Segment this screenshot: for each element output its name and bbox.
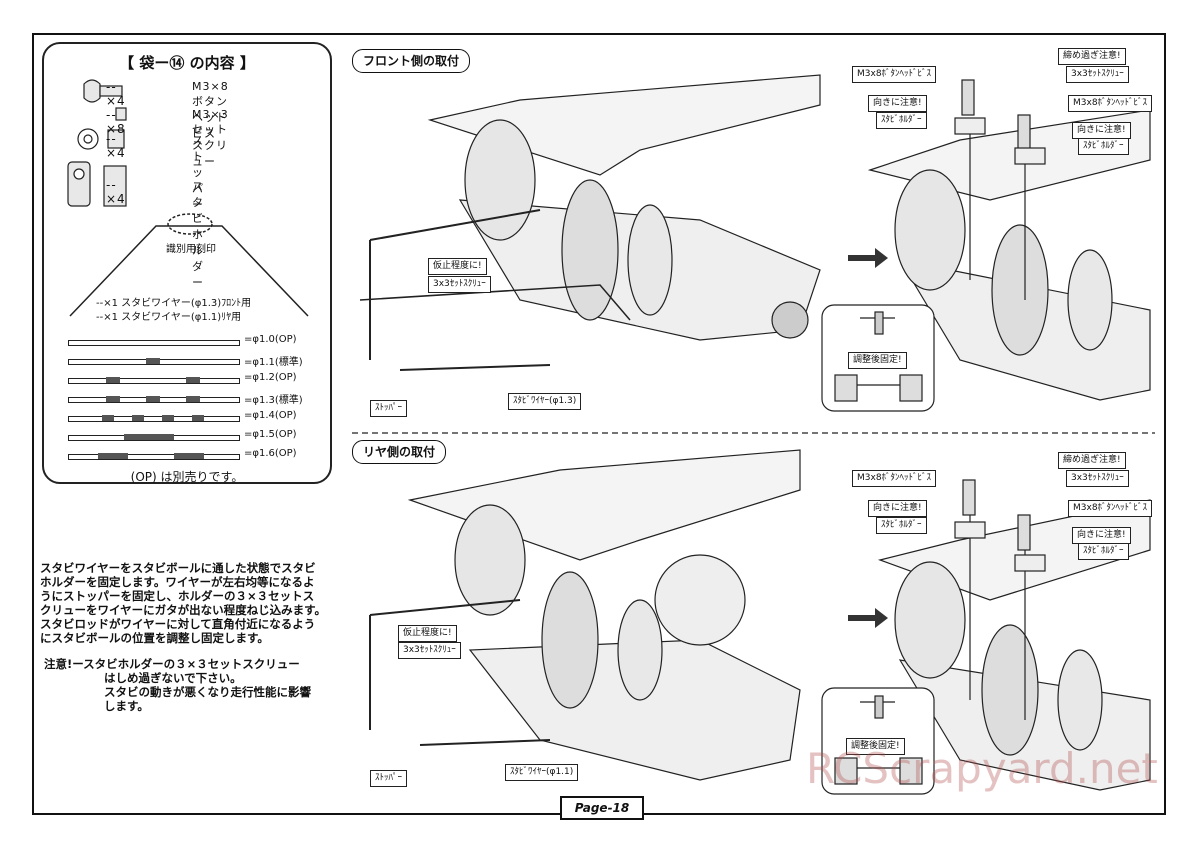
rear-direction-tag-b: 向きに注意!: [1072, 527, 1131, 544]
item-qty: --×4: [106, 178, 126, 206]
front-overtighten-tag: 締め過ぎ注意!: [1058, 48, 1126, 65]
wire-id-mark: [186, 396, 200, 402]
wire-id-mark: [174, 453, 204, 459]
front-stopper-tag: ｽﾄｯﾊﾟｰ: [370, 400, 408, 417]
front-holder-tag-a: ｽﾀﾋﾞﾎﾙﾀﾞｰ: [876, 112, 927, 129]
rear-m3x8-tag-b: M3x8ﾎﾞﾀﾝﾍｯﾄﾞﾋﾞｽ: [1068, 500, 1153, 517]
rear-holder-tag-a: ｽﾀﾋﾞﾎﾙﾀﾞｰ: [876, 517, 927, 534]
item-desc: スタビホルダー: [192, 180, 204, 289]
optional-footnote: (OP) は別売りです。: [130, 470, 244, 484]
rear-adjust-tag: 調整後固定!: [846, 738, 905, 755]
instruction-line: クリューをワイヤーにガタが出ない程度ねじ込みます。: [40, 603, 327, 617]
wire-size-label: =φ1.5(OP): [244, 429, 297, 440]
front-temp-tag: 仮止程度に!: [428, 258, 487, 275]
front-m3x8-tag-a: M3x8ﾎﾞﾀﾝﾍｯﾄﾞﾋﾞｽ: [852, 66, 937, 83]
wire-id-mark: [146, 358, 160, 364]
wire-size-row: =φ1.5(OP): [66, 429, 326, 443]
rear-holder-tag-b: ｽﾀﾋﾞﾎﾙﾀﾞｰ: [1078, 543, 1129, 560]
wire-bar: [68, 340, 240, 346]
stopper-icon: [77, 128, 125, 150]
wire-bar: [68, 378, 240, 384]
wire-size-label: =φ1.1(標準): [244, 357, 303, 368]
rear-overtighten-tag: 締め過ぎ注意!: [1058, 452, 1126, 469]
rear-setscrew-tag-b: 3x3ｾｯﾄｽｸﾘｭｰ: [1066, 470, 1129, 487]
caution-line: 注意!ースタビホルダーの３×３セットスクリュー: [44, 657, 300, 671]
rear-direction-tag-a: 向きに注意!: [868, 500, 927, 517]
wire-size-row: =φ1.6(OP): [66, 448, 326, 462]
wire-size-label: =φ1.6(OP): [244, 448, 297, 459]
front-section-header: フロント側の取付: [352, 49, 471, 73]
front-holder-tag-b: ｽﾀﾋﾞﾎﾙﾀﾞｰ: [1078, 138, 1129, 155]
instruction-text: スタビワイヤーをスタビボールに通した状態でスタビ ホルダーを固定します。ワイヤー…: [40, 561, 326, 645]
front-direction-tag-b: 向きに注意!: [1072, 122, 1131, 139]
watermark: RCScrapyard.net: [806, 744, 1158, 793]
wire-bar: [68, 454, 240, 460]
front-m3x8-tag-b: M3x8ﾎﾞﾀﾝﾍｯﾄﾞﾋﾞｽ: [1068, 95, 1153, 112]
item-qty: --×4: [106, 80, 126, 108]
caution-line: はしめ過ぎないで下さい。: [104, 671, 242, 685]
identify-mark-label: 識別用刻印: [166, 244, 216, 255]
wire-bar: [68, 416, 240, 422]
caution-line: します。: [104, 699, 149, 713]
front-wire-tag: ｽﾀﾋﾞﾜｲﾔｰ(φ1.3): [508, 393, 582, 410]
set-screw-icon: [115, 107, 127, 121]
wire-id-mark: [124, 434, 174, 440]
item-qty: --×8: [106, 108, 126, 136]
front-setscrew-tag-b: 3x3ｾｯﾄｽｸﾘｭｰ: [1066, 66, 1129, 83]
parts-box-title: 【 袋ー⑭ の内容 】: [119, 54, 255, 72]
wire-id-mark: [102, 415, 114, 421]
item-desc: M3×8 ボタンヘッドビス: [192, 80, 229, 140]
wire-front-label: --×1 スタビワイヤー(φ1.3)ﾌﾛﾝﾄ用: [96, 298, 252, 309]
instruction-line: うにストッパーを固定し、ホルダーの３×３セットス: [40, 589, 315, 603]
wire-id-mark: [146, 396, 160, 402]
instruction-line: ホルダーを固定します。ワイヤーが左右均等になるよ: [40, 575, 315, 589]
item-desc: ストッパー: [192, 134, 204, 211]
wire-size-row: =φ1.1(標準): [66, 353, 326, 368]
rear-m3x8-tag-a: M3x8ﾎﾞﾀﾝﾍｯﾄﾞﾋﾞｽ: [852, 470, 937, 487]
wire-size-label: =φ1.3(標準): [244, 395, 303, 406]
wire-id-mark: [162, 415, 174, 421]
stabi-holder-icon: [67, 161, 127, 207]
button-head-screw-icon: [83, 79, 123, 103]
instruction-line: にスタビボールの位置を調整し固定します。: [40, 631, 269, 645]
item-desc: M3×3 セットスクリュー: [192, 108, 229, 168]
page-number: Page-18: [560, 796, 644, 820]
wire-id-mark: [186, 377, 200, 383]
rear-section-header: リヤ側の取付: [352, 440, 447, 464]
wire-size-row: =φ1.2(OP): [66, 372, 326, 386]
front-adjust-tag: 調整後固定!: [848, 352, 907, 369]
instruction-line: スタビロッドがワイヤーに対して直角付近になるよう: [40, 617, 316, 631]
front-direction-tag-a: 向きに注意!: [868, 95, 927, 112]
rear-temp-tag: 仮止程度に!: [398, 625, 457, 642]
wire-rear-label: --×1 スタビワイヤー(φ1.1)ﾘﾔ用: [96, 312, 242, 323]
front-setscrew-tag: 3x3ｾｯﾄｽｸﾘｭｰ: [428, 276, 491, 293]
wire-id-mark: [192, 415, 204, 421]
wire-id-mark: [132, 415, 144, 421]
parts-contents-box: 【 袋ー⑭ の内容 】 --×4 M3×8 ボタンヘッドビス --×8 M3×3…: [42, 42, 332, 484]
rear-wire-tag: ｽﾀﾋﾞﾜｲﾔｰ(φ1.1): [505, 764, 579, 781]
wire-size-label: =φ1.4(OP): [244, 410, 297, 421]
wire-id-mark: [106, 377, 120, 383]
wire-id-mark: [106, 396, 120, 402]
parts-icons: [67, 79, 309, 317]
caution-text: 注意!ースタビホルダーの３×３セットスクリュー はしめ過ぎないで下さい。 スタビ…: [44, 657, 311, 713]
wire-size-label: =φ1.2(OP): [244, 372, 297, 383]
rear-stopper-tag: ｽﾄｯﾊﾟｰ: [370, 770, 408, 787]
caution-line: スタビの動きが悪くなり走行性能に影響: [104, 685, 311, 699]
wire-size-row: =φ1.0(OP): [66, 334, 326, 348]
instruction-line: スタビワイヤーをスタビボールに通した状態でスタビ: [40, 561, 316, 575]
item-qty: --×4: [106, 132, 126, 160]
wire-id-mark: [98, 453, 128, 459]
wire-size-label: =φ1.0(OP): [244, 334, 297, 345]
wire-size-row: =φ1.4(OP): [66, 410, 326, 424]
wire-size-row: =φ1.3(標準): [66, 391, 326, 406]
rear-setscrew-tag: 3x3ｾｯﾄｽｸﾘｭｰ: [398, 642, 461, 659]
